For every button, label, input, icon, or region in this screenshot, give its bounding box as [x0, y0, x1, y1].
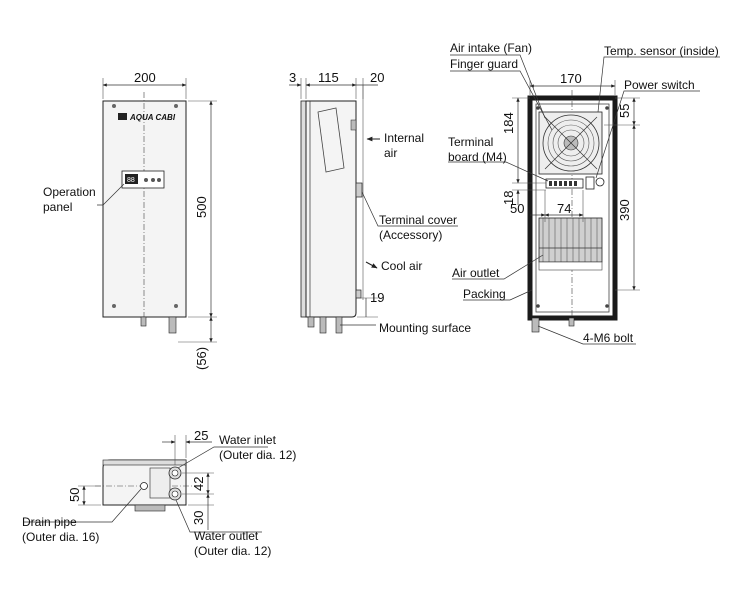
bottom-bolt	[531, 317, 540, 333]
power-switch-label: Power switch	[624, 78, 695, 92]
bottom-dim-25: 25	[194, 428, 208, 443]
rear-dim-184: 184	[501, 112, 516, 134]
air-outlet-label: Air outlet	[452, 266, 500, 280]
packing-label: Packing	[463, 287, 506, 301]
side-dim-19: 19	[370, 290, 384, 305]
terminal-cover-label: Terminal cover(Accessory)	[379, 213, 457, 242]
rear-dim-18: 18	[501, 191, 516, 205]
water-inlet-label: Water inlet(Outer dia. 12)	[219, 433, 296, 462]
front-height-dim: 500	[194, 196, 209, 218]
finger-guard-label: Finger guard	[450, 57, 518, 71]
bolt-label: 4-M6 bolt	[583, 331, 634, 345]
air-outlet	[538, 217, 603, 263]
air-intake-label: Air intake (Fan)	[450, 41, 532, 55]
pipe-length-dim: (56)	[194, 347, 209, 370]
front-cabinet	[102, 100, 187, 318]
front-width-dim: 200	[134, 70, 156, 85]
rear-dim-170: 170	[560, 71, 582, 86]
bottom-dim-42: 42	[191, 477, 206, 491]
bottom-dim-30: 30	[191, 511, 206, 525]
front-pipe-fitting	[168, 316, 177, 334]
cool-air-label: Cool air	[381, 259, 422, 273]
panel-button-2	[151, 178, 155, 182]
rear-view: 170 184 18 50 74 55 390 Air intake (Fan)…	[448, 41, 720, 345]
side-dim-3: 3	[289, 70, 296, 85]
water-outlet-label: Water outlet(Outer dia. 12)	[194, 529, 271, 558]
side-mount-plate	[300, 100, 307, 318]
panel-button-1	[144, 178, 148, 182]
rear-dim-55: 55	[617, 104, 632, 118]
panel-display	[125, 174, 138, 184]
bottom-dim-50: 50	[67, 488, 82, 502]
brand-logo: AQUA CABI	[129, 113, 176, 122]
temp-sensor-label: Temp. sensor (inside)	[604, 44, 719, 58]
terminal-cover	[355, 182, 363, 198]
side-dim-20: 20	[370, 70, 384, 85]
drain-pipe-label: Drain pipe(Outer dia. 16)	[22, 515, 99, 544]
rear-dim-50: 50	[510, 201, 524, 216]
temp-sensor	[595, 177, 605, 187]
bottom-view: 25 50 42 30 Water inlet(Outer dia. 12) W…	[22, 428, 296, 558]
brand-logo-mark	[118, 113, 127, 120]
panel-display-digits: 88	[127, 177, 135, 184]
drain-pipe	[140, 482, 148, 490]
rear-dim-74: 74	[557, 201, 571, 216]
rear-dim-390: 390	[617, 199, 632, 221]
panel-button-3	[157, 178, 161, 182]
power-switch	[585, 176, 595, 190]
side-cabinet	[305, 100, 357, 318]
side-dim-115: 115	[318, 70, 339, 85]
side-internal-fan	[317, 107, 345, 173]
mounting-surface-label: Mounting surface	[379, 321, 471, 335]
